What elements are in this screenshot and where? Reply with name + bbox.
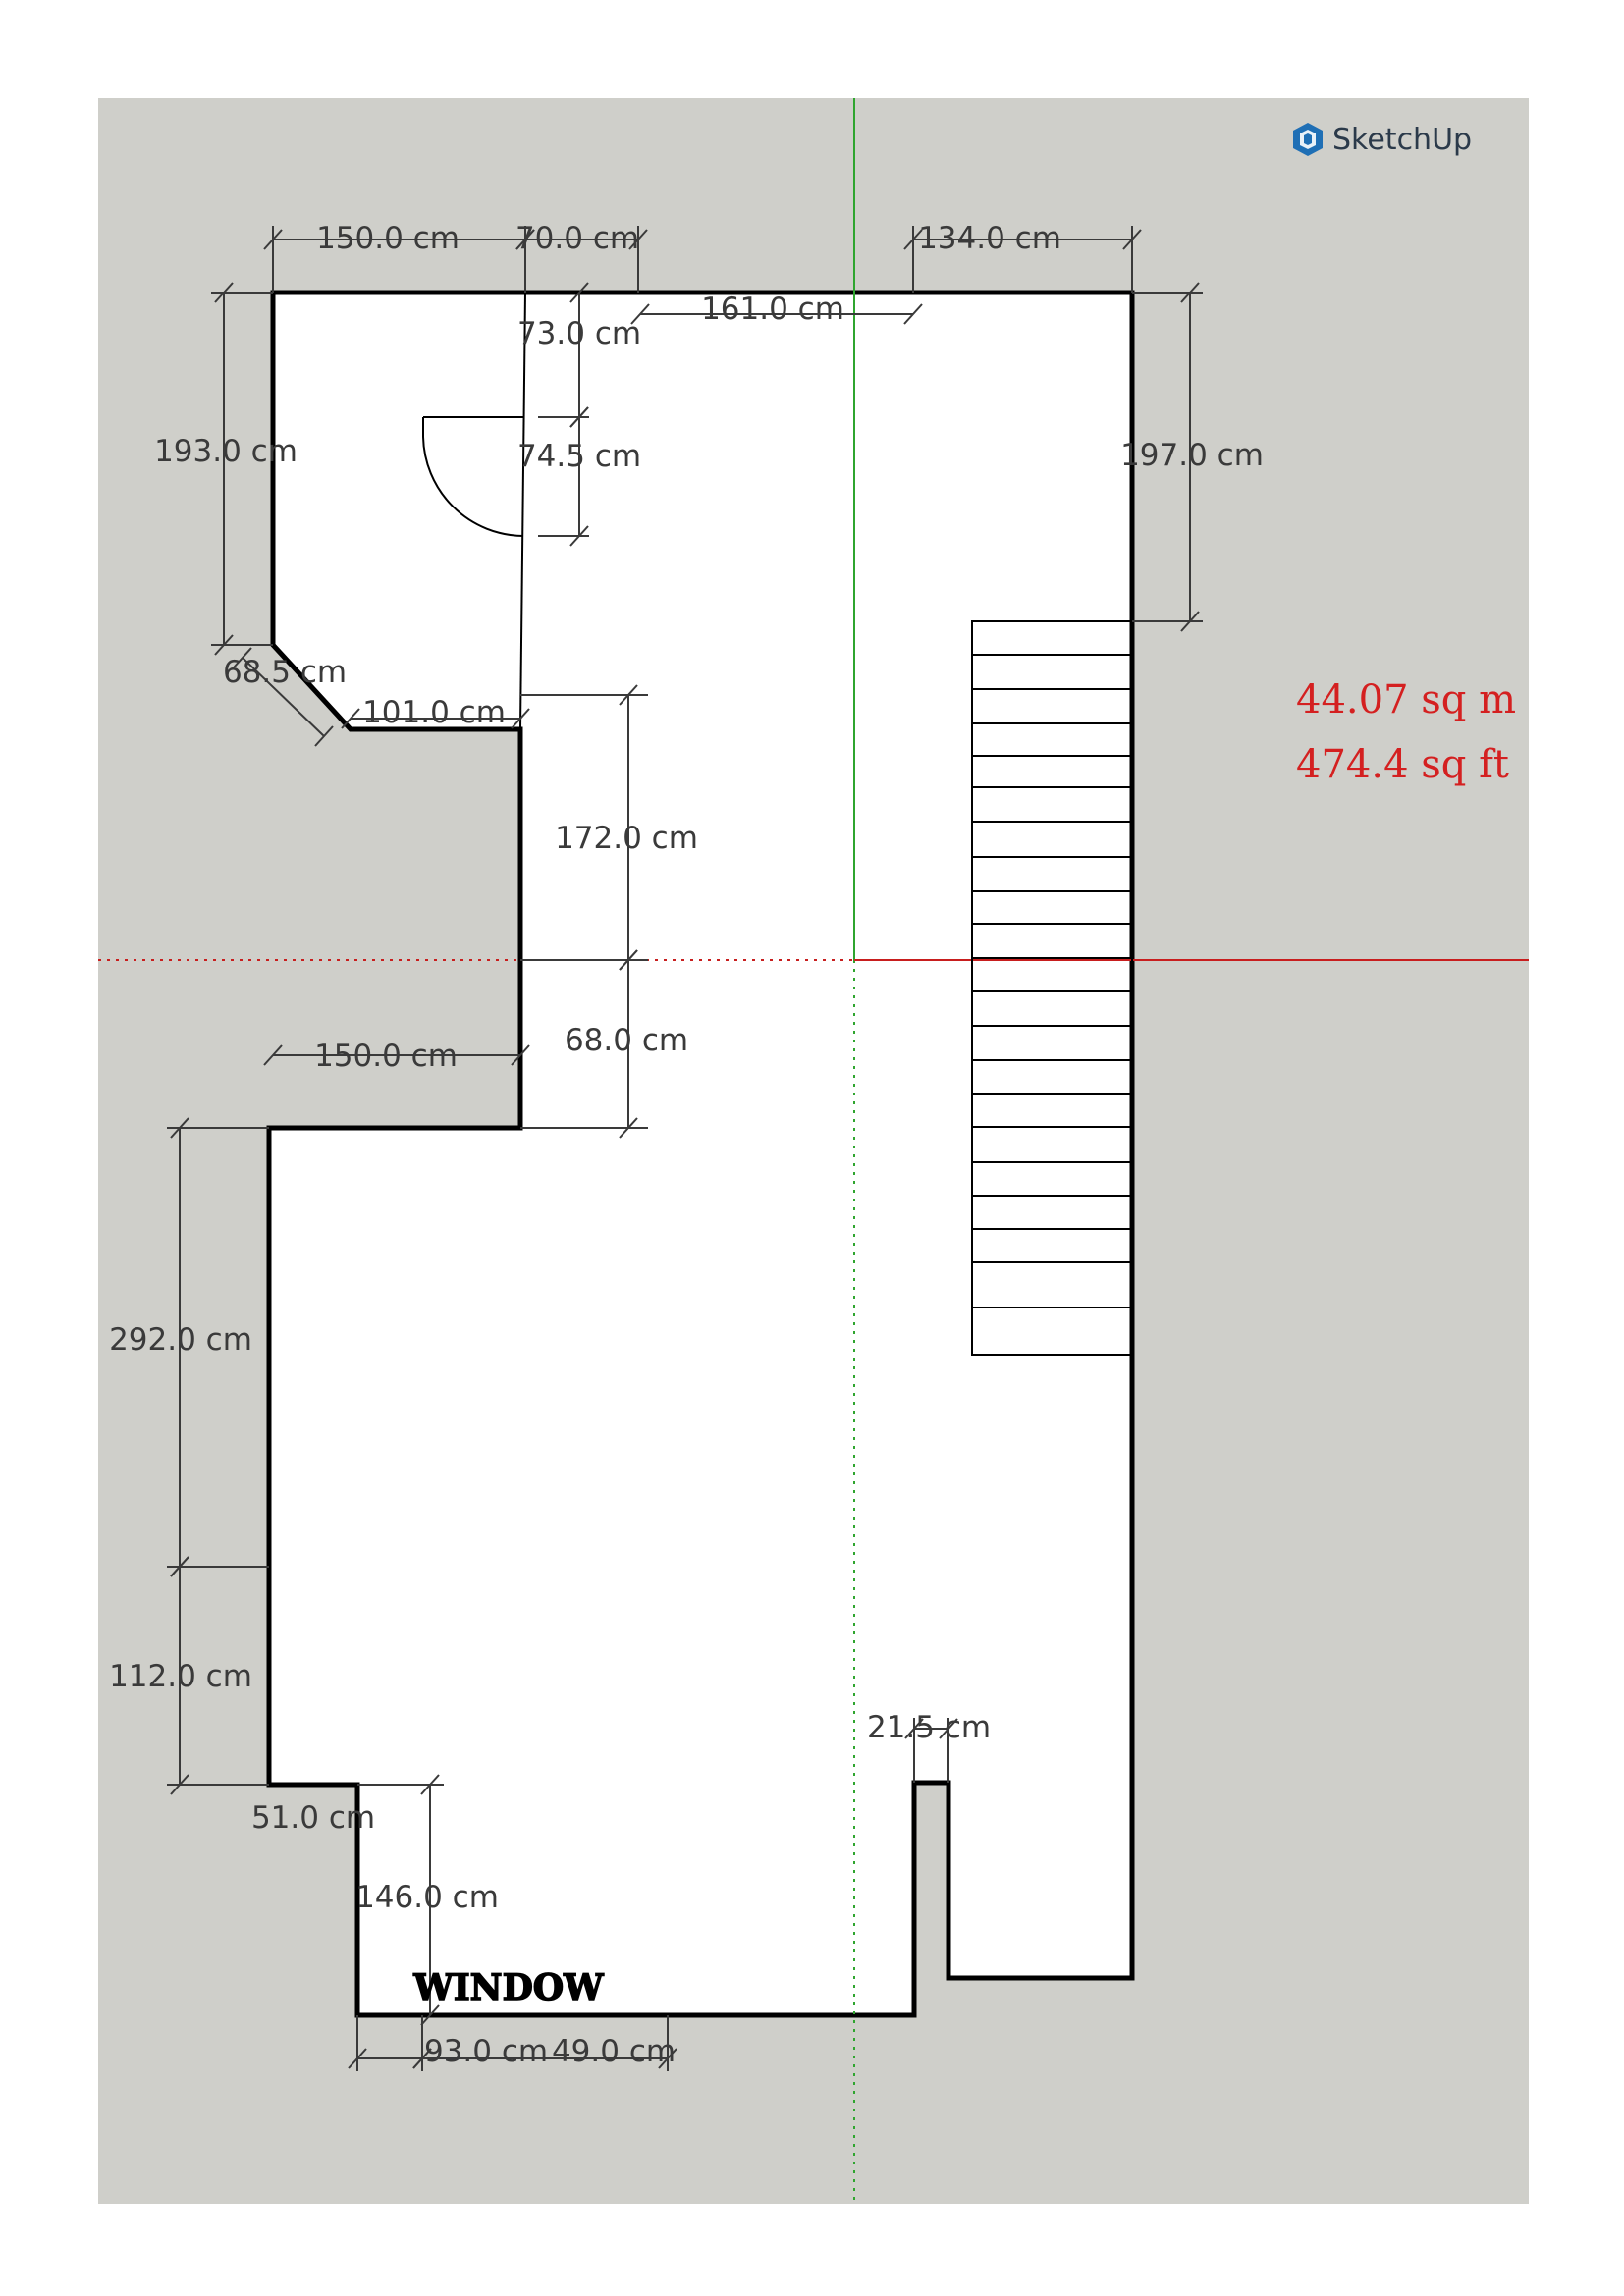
dim-pillar-width: 21.5 cm: [867, 1710, 991, 1745]
dim-top-left-width: 150.0 cm: [316, 221, 460, 256]
dim-step-lower: 68.0 cm: [565, 1023, 688, 1058]
sketchup-viewport[interactable]: 150.0 cm 70.0 cm 134.0 cm 161.0 cm 73.0 …: [98, 98, 1529, 2204]
door-swing: [422, 416, 524, 537]
dim-window-height: 146.0 cm: [355, 1880, 499, 1915]
dim-step-height: 172.0 cm: [555, 821, 698, 856]
stair-outline: [971, 620, 1133, 1356]
dim-door-gap: 70.0 cm: [515, 221, 639, 256]
dimension-tick: [569, 282, 589, 303]
dimension-tick: [511, 1044, 530, 1066]
dim-window-offset: 49.0 cm: [552, 2034, 676, 2069]
dimension-line: [242, 657, 325, 737]
dim-window-width: 93.0 cm: [424, 2034, 548, 2069]
dim-left-height: 193.0 cm: [154, 434, 298, 469]
dimension-tick: [314, 725, 334, 747]
partition-line: [519, 292, 526, 730]
dim-inner-span: 161.0 cm: [701, 292, 844, 327]
window-label: WINDOW: [412, 1967, 604, 2008]
floor-plan: 150.0 cm 70.0 cm 134.0 cm 161.0 cm 73.0 …: [98, 98, 1529, 2204]
dim-bottom-left-height: 112.0 cm: [109, 1659, 252, 1694]
dimension-tick: [630, 303, 650, 325]
sketchup-logo-text: SketchUp: [1332, 122, 1473, 157]
staircase: [971, 620, 1133, 1356]
floor-outline: [266, 290, 1135, 2018]
area-sq-ft: 474.4 sq ft: [1296, 742, 1509, 787]
dim-right-height: 197.0 cm: [1120, 438, 1264, 473]
dimension-lines: [167, 226, 1203, 2071]
dimension-labels: 150.0 cm 70.0 cm 134.0 cm 161.0 cm 73.0 …: [109, 221, 1264, 2069]
dim-door-width: 74.5 cm: [517, 439, 641, 474]
dimension-tick: [233, 647, 252, 668]
dim-chamfer: 68.5 cm: [223, 655, 347, 690]
sketchup-logo-icon: [1293, 123, 1323, 156]
dimension-tick: [903, 303, 923, 325]
dim-mid-left-width: 150.0 cm: [314, 1039, 458, 1074]
dim-bottom-notch: 51.0 cm: [251, 1800, 375, 1836]
dimension-tick: [263, 1044, 283, 1066]
dimension-tick: [511, 708, 530, 729]
dim-door-top-offset: 73.0 cm: [517, 316, 641, 351]
dim-step-width: 101.0 cm: [362, 695, 506, 730]
area-sq-m: 44.07 sq m: [1296, 677, 1517, 722]
dim-lower-left-height: 292.0 cm: [109, 1322, 252, 1358]
dim-top-right-width: 134.0 cm: [918, 221, 1061, 256]
dimension-tick: [341, 708, 360, 729]
sketchup-logo: SketchUp: [1291, 120, 1472, 159]
dimension-tick: [420, 2004, 440, 2026]
